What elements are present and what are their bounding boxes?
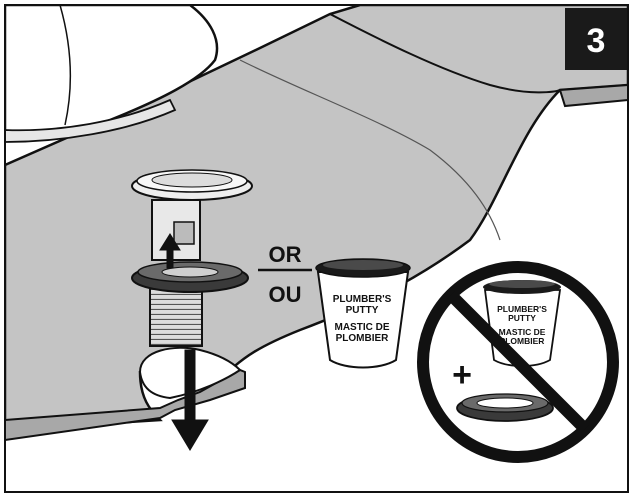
drain-threads: [149, 287, 203, 347]
sink-ledge: [5, 368, 246, 442]
prohibited-cup-lid-top: [489, 280, 555, 288]
frame-border: [4, 4, 629, 493]
up-arrow: [159, 233, 181, 269]
putty-cup: PLUMBER'S PUTTY MASTIC DE PLOMBIER: [315, 258, 411, 369]
step-badge: [565, 8, 627, 70]
faucet-highlight: [59, 5, 72, 126]
down-arrow: [171, 349, 209, 451]
drain-flange-inner: [151, 172, 233, 188]
sink-ledge-right: [558, 83, 628, 108]
prohibition-sign: PLUMBER'S PUTTY MASTIC DE PLOMBIER +: [417, 261, 619, 463]
putty-label-1: PLUMBER'S: [333, 294, 392, 305]
prohibited-label-4: PLOMBIER: [500, 336, 545, 346]
basin-inner-line: [239, 59, 501, 241]
or-label: OR: [269, 242, 302, 267]
prohibited-label-3: MASTIC DE: [499, 327, 546, 337]
prohibition-slash: [446, 290, 590, 434]
putty-cup-lid-top: [323, 260, 403, 270]
prohibited-label-1: PLUMBER'S: [497, 304, 547, 314]
faucet-base: [5, 98, 177, 143]
drain-assembly: [131, 169, 253, 347]
putty-cup-body: [316, 271, 410, 369]
putty-label-3: MASTIC DE: [335, 322, 390, 333]
drain-window: [173, 221, 195, 245]
ou-label: OU: [269, 282, 302, 307]
prohibited-label-2: PUTTY: [508, 313, 536, 323]
basin-edge: [329, 13, 561, 94]
drain-gasket-hole: [161, 266, 219, 278]
putty-label-2: PUTTY: [346, 305, 379, 316]
prohibited-gasket-hole: [476, 397, 534, 409]
step-number: 3: [587, 22, 606, 60]
putty-label-4: PLOMBIER: [336, 333, 390, 344]
plus-sign: +: [452, 356, 472, 394]
